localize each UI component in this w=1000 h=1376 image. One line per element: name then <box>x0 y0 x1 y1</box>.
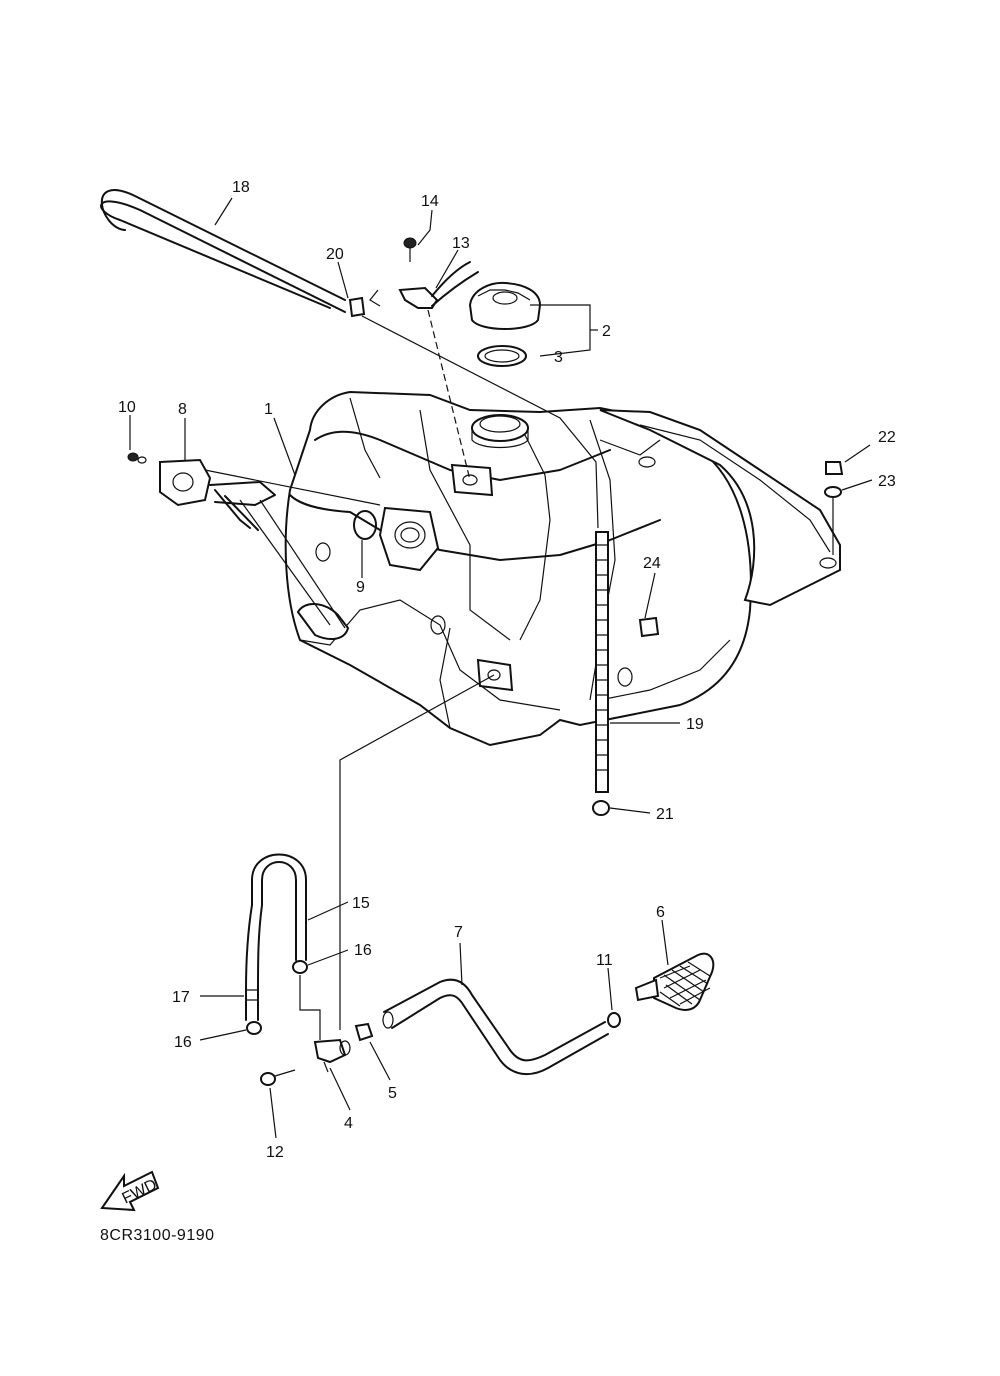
callout-leaders <box>129 197 873 1139</box>
fuel-cock-4 <box>313 1038 351 1073</box>
nut-22 <box>825 461 844 475</box>
cap-21 <box>592 800 610 816</box>
callout-labels: 18 14 13 20 2 3 1 8 10 9 22 23 24 19 21 … <box>118 179 896 1161</box>
route-line-lower <box>299 975 321 1040</box>
bolt-10 <box>127 452 147 464</box>
callout-14: 14 <box>421 193 439 210</box>
sender-plate-8 <box>159 458 346 629</box>
clip-11 <box>607 1012 621 1028</box>
bolt-12 <box>260 1069 296 1086</box>
drawing-code: 8CR3100-9190 <box>100 1227 215 1244</box>
callout-20: 20 <box>326 246 344 263</box>
callout-2: 2 <box>602 323 611 340</box>
callout-23: 23 <box>878 473 896 490</box>
callout-16-upper: 16 <box>354 942 372 959</box>
breather-fitting-13 <box>369 261 479 309</box>
callout-12: 12 <box>266 1144 284 1161</box>
leader-breather <box>427 309 471 481</box>
callout-18: 18 <box>232 179 250 196</box>
damper-5 <box>354 1022 374 1042</box>
fuel-tank <box>284 390 841 747</box>
fuel-pipe-7 <box>382 978 609 1076</box>
callout-11: 11 <box>596 952 613 969</box>
callout-21: 21 <box>656 806 674 823</box>
clamp-16-upper <box>292 960 308 974</box>
callout-17: 17 <box>172 989 190 1006</box>
gasket-3 <box>477 345 527 367</box>
callout-19: 19 <box>686 716 704 733</box>
fuel-cap-2 <box>468 281 542 330</box>
clip-20 <box>348 296 366 318</box>
hose-route-line <box>361 315 599 529</box>
callout-6: 6 <box>656 904 665 921</box>
clamp-16-lower <box>246 1021 262 1035</box>
fwd-arrow-icon: FWD <box>100 1170 160 1212</box>
breather-hose-18 <box>100 189 346 313</box>
fuel-hose-15 <box>251 853 307 961</box>
rollover-valve-hose-19 <box>595 531 609 793</box>
callout-1: 1 <box>264 401 273 418</box>
callout-7: 7 <box>454 924 463 941</box>
callout-16-lower: 16 <box>174 1034 192 1051</box>
leader-plate <box>204 469 381 506</box>
damper-24 <box>638 616 660 638</box>
callout-15: 15 <box>352 895 370 912</box>
callout-5: 5 <box>388 1085 397 1102</box>
oring-9 <box>353 510 377 540</box>
washer-23 <box>824 486 842 498</box>
fuel-hose-17 <box>245 904 263 1021</box>
callout-24: 24 <box>643 555 661 572</box>
bolt-14 <box>403 237 417 262</box>
outlet-route-line <box>339 674 495 1030</box>
fuel-filter-6 <box>634 952 715 1011</box>
callout-10: 10 <box>118 399 136 416</box>
callout-9: 9 <box>356 579 365 596</box>
callout-22: 22 <box>878 429 896 446</box>
callout-3: 3 <box>554 349 563 366</box>
callout-13: 13 <box>452 235 470 252</box>
callout-4: 4 <box>344 1115 353 1132</box>
callout-8: 8 <box>178 401 187 418</box>
